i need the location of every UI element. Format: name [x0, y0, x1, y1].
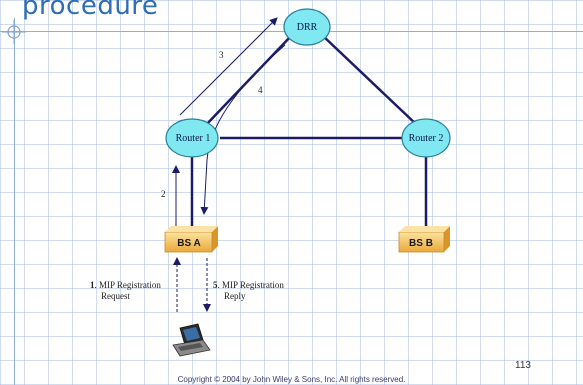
- node-drr-label: DRR: [297, 22, 318, 33]
- step2-label: 2: [161, 189, 166, 199]
- step3-label: 3: [219, 50, 224, 60]
- step5-number: 5: [213, 280, 218, 290]
- node-bs-a: BS A: [164, 226, 218, 253]
- step5-line2: Reply: [224, 291, 246, 301]
- step5-line1: . MIP Registration: [218, 280, 285, 290]
- svg-text:1. MIP Registration: 1. MIP Registration: [90, 280, 161, 290]
- step1-label: 1. MIP Registration Request: [90, 280, 161, 301]
- arrow-step3: [179, 17, 278, 116]
- node-router1: Router 1: [165, 118, 219, 158]
- node-router2-label: Router 2: [409, 133, 444, 144]
- laptop-icon: [172, 323, 211, 357]
- step4-label: 4: [258, 85, 263, 95]
- page-number: 113: [515, 360, 531, 371]
- step1-line1: . MIP Registration: [95, 280, 162, 290]
- link-drr-router2: [321, 34, 419, 127]
- step1-line2: Request: [101, 291, 130, 301]
- node-bs-a-label: BS A: [177, 238, 201, 249]
- svg-text:5. MIP Registration: 5. MIP Registration: [213, 280, 284, 290]
- node-bs-b-label: BS B: [409, 238, 433, 249]
- node-bs-b: BS B: [398, 226, 450, 253]
- copyright-footer: Copyright © 2004 by John Wiley & Sons, I…: [177, 375, 406, 384]
- node-drr: DRR: [283, 8, 331, 46]
- target-icon: [2, 20, 26, 44]
- slide-title: procedure: [22, 0, 159, 21]
- arrow-step4: [200, 44, 286, 215]
- step5-label: 5. MIP Registration Reply: [213, 280, 284, 301]
- title-vertical-rule: [14, 18, 15, 385]
- step1-number: 1: [90, 280, 95, 290]
- node-router1-label: Router 1: [176, 133, 211, 144]
- node-router2: Router 2: [401, 118, 451, 158]
